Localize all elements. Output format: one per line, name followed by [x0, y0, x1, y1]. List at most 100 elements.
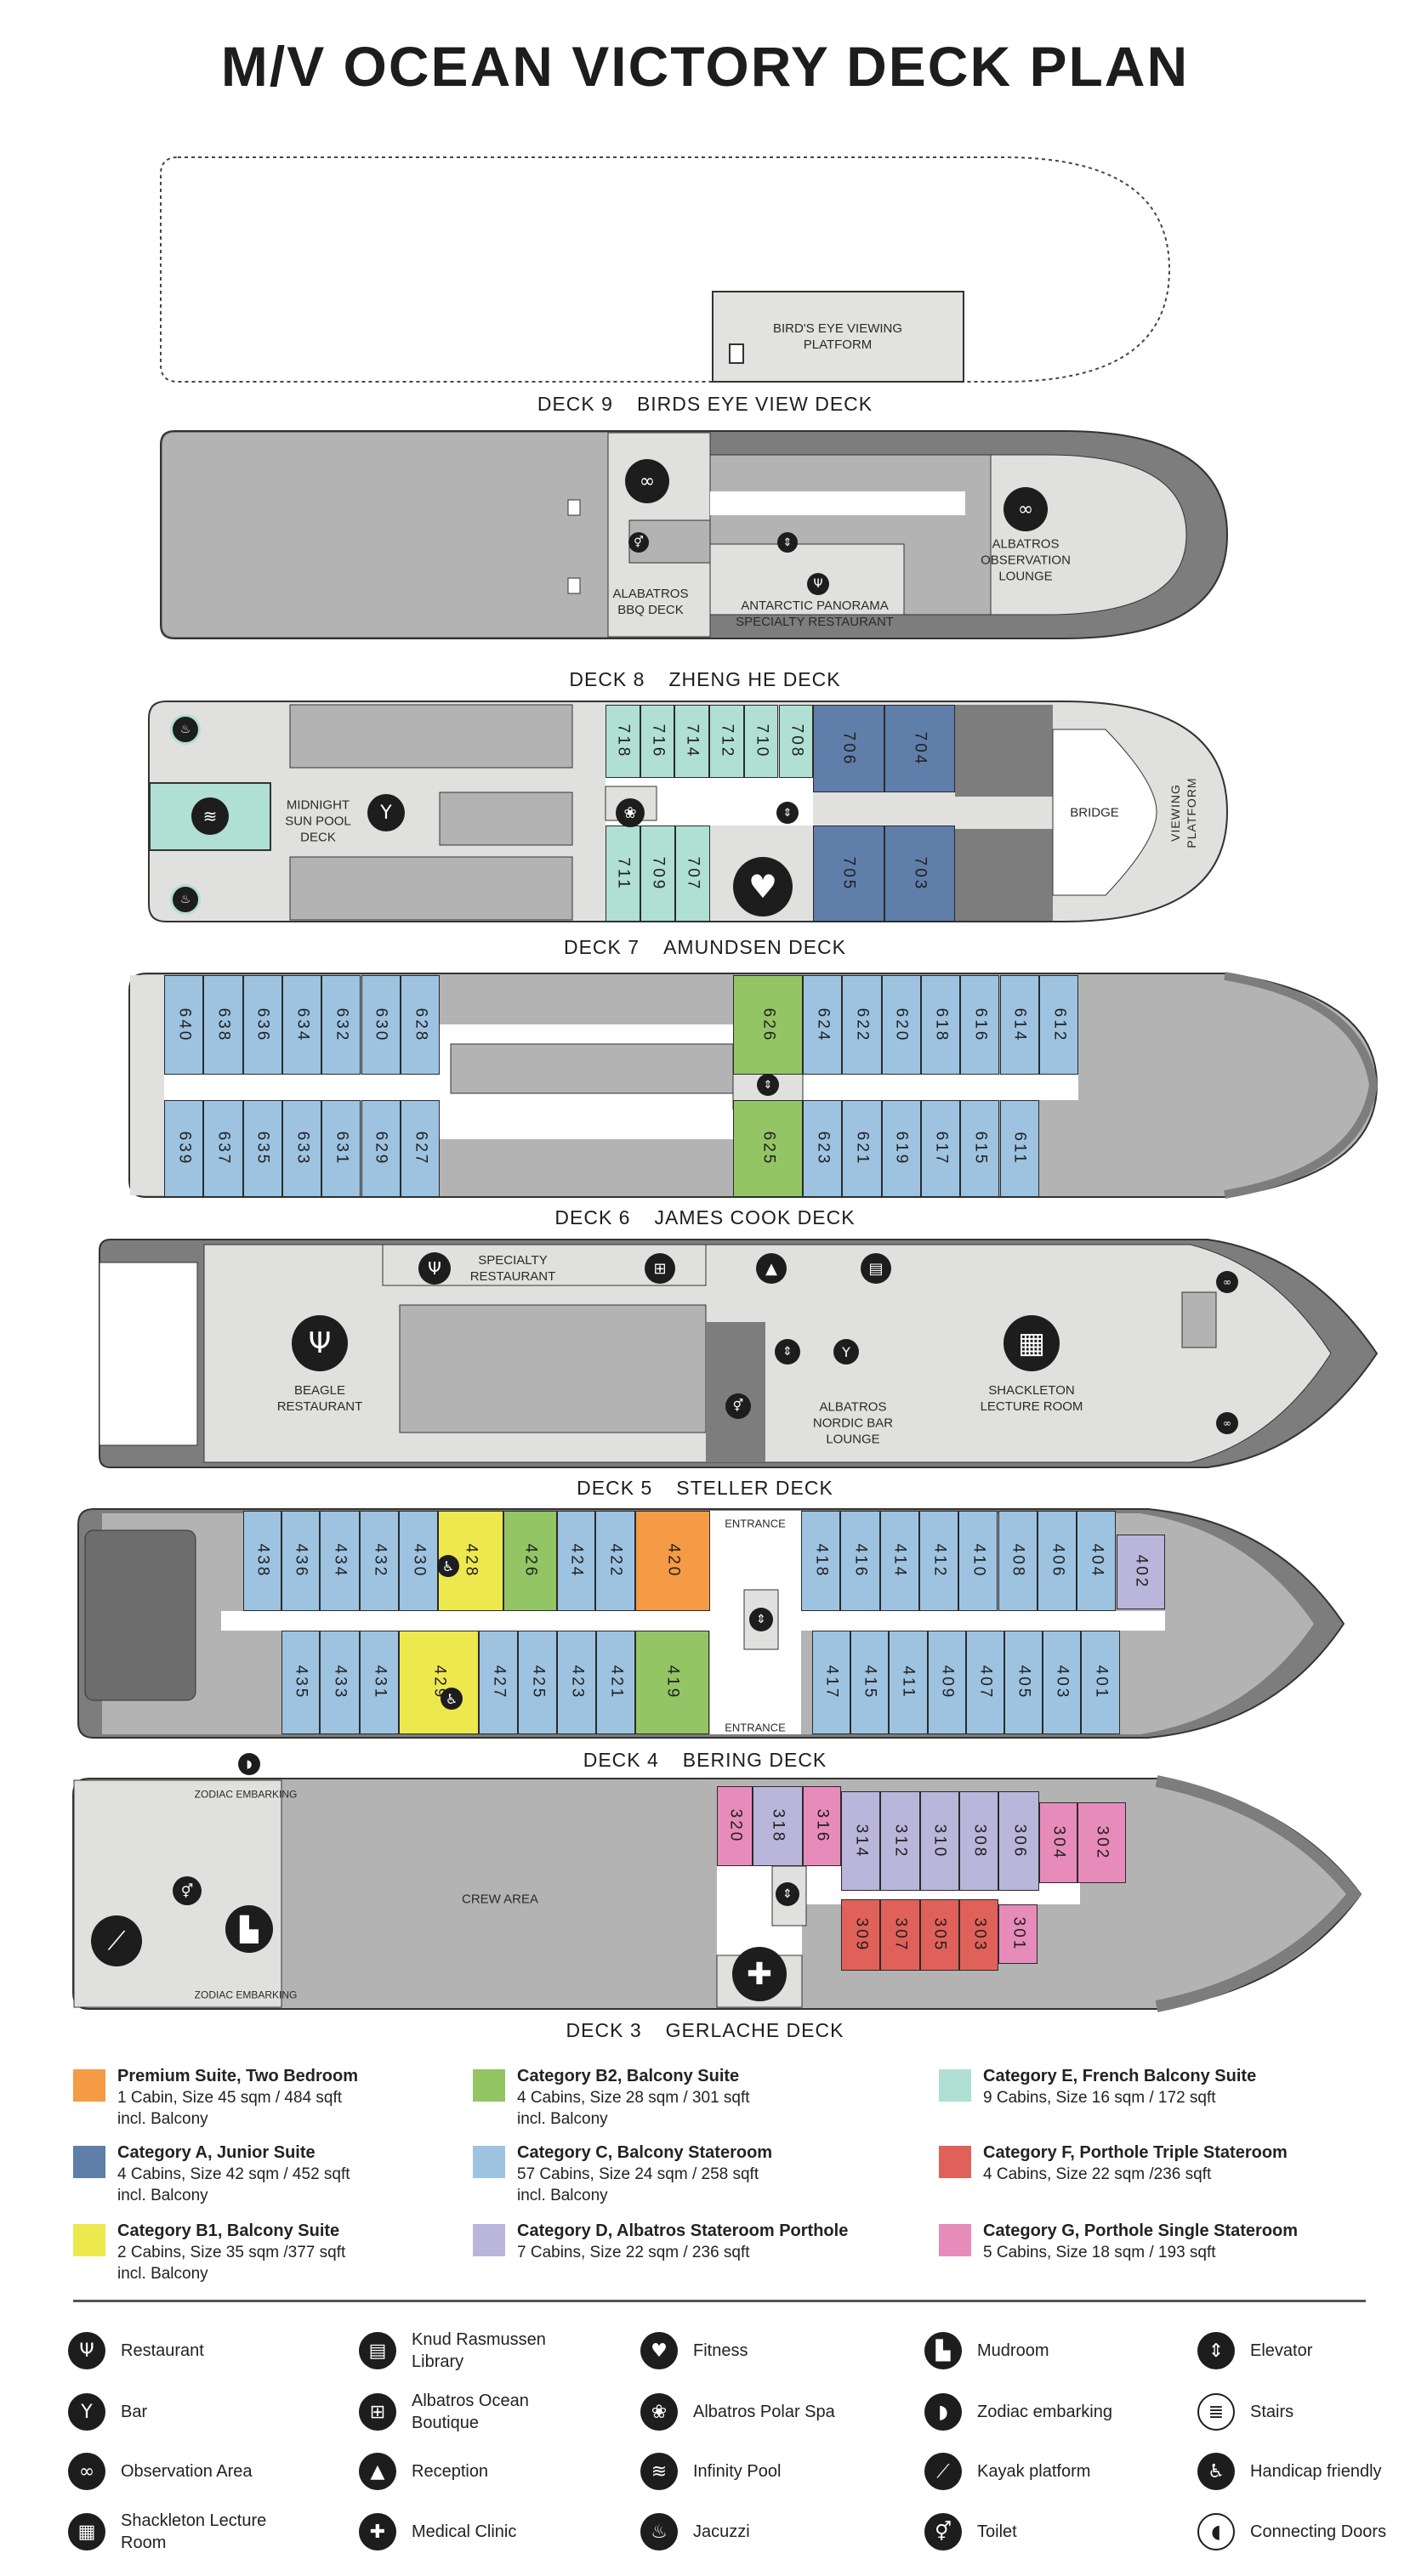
cabin-615[interactable]: 615 — [960, 1100, 1000, 1197]
cabin-422[interactable]: 422 — [595, 1511, 635, 1611]
toilet-icon: ⚥ — [173, 1876, 202, 1905]
cabin-611[interactable]: 611 — [999, 1100, 1039, 1197]
jacuzzi-icon: ♨ — [170, 884, 201, 915]
cabin-318[interactable]: 318 — [753, 1786, 803, 1866]
cabin-404[interactable]: 404 — [1077, 1511, 1117, 1611]
cabin-626[interactable]: 626 — [733, 975, 803, 1075]
cabin-633[interactable]: 633 — [281, 1100, 322, 1197]
cabin-705[interactable]: 705 — [813, 826, 884, 922]
cabin-709[interactable]: 709 — [640, 826, 675, 922]
cabin-640[interactable]: 640 — [164, 975, 204, 1075]
door-icon: ◖ — [1197, 2513, 1235, 2550]
cabin-708[interactable]: 708 — [778, 705, 814, 778]
cabin-710[interactable]: 710 — [743, 705, 779, 778]
cabin-627[interactable]: 627 — [400, 1100, 441, 1197]
icon-legend-label: Kayak platform — [977, 2462, 1091, 2481]
cabin-306[interactable]: 306 — [998, 1791, 1040, 1891]
cabin-304[interactable]: 304 — [1039, 1802, 1077, 1883]
cabin-617[interactable]: 617 — [920, 1100, 961, 1197]
deck-number: DECK 3 — [566, 2019, 642, 2041]
cabin-410[interactable]: 410 — [958, 1511, 998, 1611]
cabin-314[interactable]: 314 — [841, 1791, 881, 1891]
cabin-421[interactable]: 421 — [596, 1631, 635, 1734]
cabin-407[interactable]: 407 — [965, 1631, 1004, 1734]
cabin-309[interactable]: 309 — [841, 1899, 881, 1971]
cabin-408[interactable]: 408 — [998, 1511, 1038, 1611]
cabin-308[interactable]: 308 — [958, 1791, 999, 1891]
cabin-635[interactable]: 635 — [242, 1100, 282, 1197]
cabin-618[interactable]: 618 — [920, 975, 961, 1075]
cabin-414[interactable]: 414 — [879, 1511, 919, 1611]
cabin-632[interactable]: 632 — [321, 975, 361, 1075]
cabin-625[interactable]: 625 — [733, 1100, 803, 1197]
cabin-703[interactable]: 703 — [884, 826, 955, 922]
cabin-432[interactable]: 432 — [360, 1511, 399, 1611]
cabin-712[interactable]: 712 — [709, 705, 744, 778]
cabin-316[interactable]: 316 — [803, 1786, 841, 1866]
cabin-628[interactable]: 628 — [400, 975, 441, 1075]
cabin-612[interactable]: 612 — [1038, 975, 1079, 1075]
cabin-436[interactable]: 436 — [281, 1511, 320, 1611]
cabin-704[interactable]: 704 — [884, 705, 955, 792]
cabin-305[interactable]: 305 — [919, 1899, 959, 1971]
cabin-438[interactable]: 438 — [243, 1511, 281, 1611]
cabin-434[interactable]: 434 — [320, 1511, 360, 1611]
cabin-718[interactable]: 718 — [606, 705, 640, 778]
cabin-429[interactable]: 429 — [399, 1631, 479, 1734]
cabin-639[interactable]: 639 — [164, 1100, 204, 1197]
cabin-620[interactable]: 620 — [881, 975, 921, 1075]
cabin-623[interactable]: 623 — [803, 1100, 843, 1197]
cabin-637[interactable]: 637 — [203, 1100, 243, 1197]
cabin-406[interactable]: 406 — [1037, 1511, 1077, 1611]
cabin-616[interactable]: 616 — [960, 975, 1000, 1075]
cabin-310[interactable]: 310 — [919, 1791, 959, 1891]
cabin-401[interactable]: 401 — [1081, 1631, 1120, 1734]
cabin-419[interactable]: 419 — [635, 1631, 709, 1734]
cabin-614[interactable]: 614 — [999, 975, 1039, 1075]
cabin-426[interactable]: 426 — [503, 1511, 557, 1611]
cabin-405[interactable]: 405 — [1004, 1631, 1043, 1734]
cabin-716[interactable]: 716 — [640, 705, 675, 778]
cabin-number: 421 — [606, 1665, 625, 1700]
cabin-417[interactable]: 417 — [812, 1631, 851, 1734]
cabin-435[interactable]: 435 — [281, 1631, 320, 1734]
cabin-307[interactable]: 307 — [880, 1899, 920, 1971]
cabin-431[interactable]: 431 — [360, 1631, 399, 1734]
cabin-403[interactable]: 403 — [1043, 1631, 1082, 1734]
cabin-415[interactable]: 415 — [850, 1631, 890, 1734]
cabin-412[interactable]: 412 — [918, 1511, 959, 1611]
cabin-420[interactable]: 420 — [635, 1511, 710, 1611]
cabin-621[interactable]: 621 — [842, 1100, 882, 1197]
cabin-301[interactable]: 301 — [998, 1904, 1038, 1964]
cabin-634[interactable]: 634 — [281, 975, 322, 1075]
cabin-303[interactable]: 303 — [958, 1899, 999, 1971]
cabin-320[interactable]: 320 — [717, 1786, 753, 1866]
cabin-427[interactable]: 427 — [479, 1631, 518, 1734]
cabin-402[interactable]: 402 — [1117, 1535, 1165, 1609]
cabin-706[interactable]: 706 — [813, 705, 884, 792]
cabin-312[interactable]: 312 — [880, 1791, 920, 1891]
cabin-636[interactable]: 636 — [242, 975, 282, 1075]
infinity-pool-icon: ≋ — [191, 797, 229, 835]
cabin-619[interactable]: 619 — [881, 1100, 921, 1197]
cabin-302[interactable]: 302 — [1077, 1802, 1126, 1883]
specialty-restaurant-label: SPECIALTY RESTAURANT — [469, 1253, 556, 1284]
cabin-629[interactable]: 629 — [361, 1100, 401, 1197]
cabin-624[interactable]: 624 — [803, 975, 843, 1075]
cabin-416[interactable]: 416 — [840, 1511, 880, 1611]
cabin-630[interactable]: 630 — [361, 975, 401, 1075]
cabin-424[interactable]: 424 — [557, 1511, 595, 1611]
cabin-425[interactable]: 425 — [518, 1631, 557, 1734]
cabin-433[interactable]: 433 — [320, 1631, 360, 1734]
cabin-638[interactable]: 638 — [203, 975, 243, 1075]
cabin-707[interactable]: 707 — [675, 826, 710, 922]
cabin-411[interactable]: 411 — [889, 1631, 928, 1734]
cabin-631[interactable]: 631 — [321, 1100, 361, 1197]
cabin-711[interactable]: 711 — [606, 826, 640, 922]
cabin-409[interactable]: 409 — [927, 1631, 966, 1734]
cabin-714[interactable]: 714 — [674, 705, 710, 778]
cabin-622[interactable]: 622 — [842, 975, 882, 1075]
cabin-418[interactable]: 418 — [801, 1511, 841, 1611]
cabin-430[interactable]: 430 — [399, 1511, 438, 1611]
cabin-423[interactable]: 423 — [557, 1631, 596, 1734]
